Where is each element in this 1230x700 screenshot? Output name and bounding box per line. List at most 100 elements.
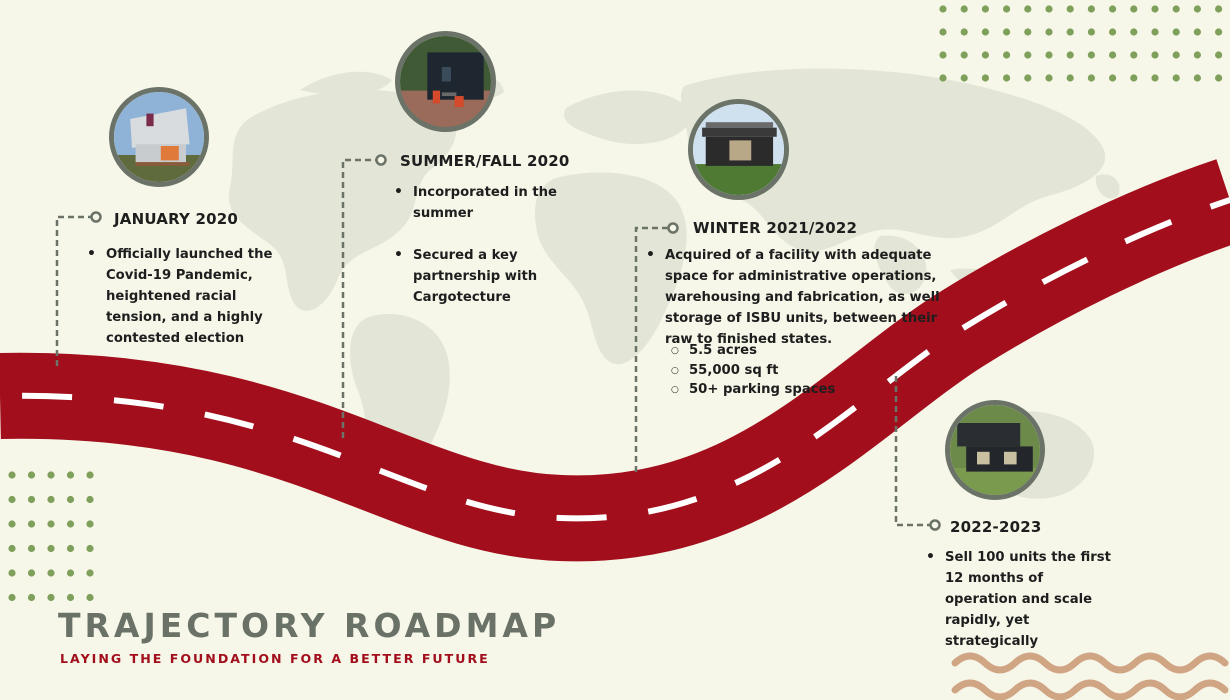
dot (66, 471, 75, 479)
dot (1003, 74, 1011, 82)
dot (1045, 51, 1053, 59)
connector-january-2020 (55, 211, 102, 366)
dot (86, 471, 94, 479)
dot (1109, 28, 1117, 36)
dot (47, 520, 55, 528)
photo-summer-fall-2020 (395, 31, 496, 132)
photo-2022-2023 (945, 400, 1045, 500)
dot (1193, 74, 1201, 82)
dot (66, 593, 75, 602)
milestone-bullets-january-2020: Officially launched the Covid-19 Pandemi… (86, 244, 282, 349)
dot (47, 544, 55, 553)
dot (1024, 74, 1032, 82)
dot-grid-bottom-left (8, 471, 94, 602)
page-subtitle: LAYING THE FOUNDATION FOR A BETTER FUTUR… (60, 651, 490, 666)
milestone-heading-2022-2023: 2022-2023 (950, 518, 1042, 536)
dot (1172, 74, 1180, 82)
list-item: Incorporated in the summer (393, 182, 573, 224)
dot (1066, 74, 1074, 82)
dot (66, 544, 75, 553)
connector-winter-2021-2022 (634, 222, 679, 472)
dot (1109, 74, 1117, 82)
dot (981, 51, 990, 59)
dot (1109, 5, 1117, 13)
dot (960, 5, 968, 13)
dot (981, 28, 990, 36)
milestone-heading-winter-2021-2022: WINTER 2021/2022 (693, 219, 858, 237)
wave-decoration (951, 652, 1229, 700)
milestone-heading-january-2020: JANUARY 2020 (114, 210, 239, 228)
dot (1151, 5, 1159, 13)
list-item: 5.5 acres (665, 341, 865, 361)
list-item: 55,000 sq ft (665, 361, 865, 380)
photo-january-2020 (109, 87, 209, 187)
dot (8, 569, 16, 577)
dot (8, 495, 16, 504)
dot (939, 5, 947, 13)
dot (8, 471, 16, 479)
dot (1215, 74, 1223, 82)
dot (27, 471, 36, 479)
road-center-dashes (0, 197, 1230, 522)
dot (1109, 51, 1117, 59)
dot (1172, 28, 1180, 36)
dot (8, 593, 16, 602)
bullet-text: Acquired of a facility with adequate spa… (665, 248, 940, 347)
list-item: Secured a key partnership with Cargotect… (393, 245, 573, 308)
dot (1066, 28, 1074, 36)
dot (8, 520, 16, 528)
page-title: TRAJECTORY ROADMAP (58, 606, 561, 645)
dot (1087, 74, 1095, 82)
dot (960, 28, 968, 36)
dot (981, 5, 990, 13)
dot (66, 520, 75, 528)
dot (47, 593, 55, 602)
milestone-bullets-winter-2021-2022: Acquired of a facility with adequate spa… (645, 245, 945, 350)
dot (1003, 5, 1011, 13)
dot (1151, 74, 1159, 82)
dot (960, 74, 968, 82)
dot (47, 495, 55, 504)
dot (1193, 51, 1201, 59)
dot (1151, 28, 1159, 36)
dot (1087, 28, 1095, 36)
dot (1066, 5, 1074, 13)
dot (1130, 28, 1138, 36)
dot (27, 593, 36, 602)
dot (27, 520, 36, 528)
dot (1024, 5, 1032, 13)
dot (27, 495, 36, 504)
dot (1024, 51, 1032, 59)
dot (1024, 28, 1032, 36)
dot (1130, 51, 1138, 59)
dot (939, 28, 947, 36)
list-item: Officially launched the Covid-19 Pandemi… (86, 244, 282, 349)
dot (939, 74, 947, 82)
milestone-heading-summer-fall-2020: SUMMER/FALL 2020 (400, 152, 570, 170)
dot (27, 569, 36, 577)
dot (1172, 51, 1180, 59)
list-item: Acquired of a facility with adequate spa… (645, 245, 945, 350)
dot (86, 520, 94, 528)
dot (86, 569, 94, 577)
list-item: 50+ parking spaces (665, 380, 865, 400)
dot (1130, 5, 1138, 13)
dot (981, 74, 990, 82)
milestone-subbullets-winter-2021-2022: 5.5 acres 55,000 sq ft 50+ parking space… (665, 341, 865, 400)
dot (27, 544, 36, 553)
dot (1003, 28, 1011, 36)
dot (47, 471, 55, 479)
dot (1087, 5, 1095, 13)
milestone-bullets-summer-fall-2020: Incorporated in the summer Secured a key… (393, 182, 573, 308)
dot (47, 569, 55, 577)
dot (1172, 5, 1180, 13)
dot (1045, 74, 1053, 82)
dot (1130, 74, 1138, 82)
dot (960, 51, 968, 59)
dot (86, 593, 94, 602)
list-item: Sell 100 units the first 12 months of op… (925, 547, 1115, 652)
dot (1045, 5, 1053, 13)
dot (1066, 51, 1074, 59)
connector-summer-fall-2020 (341, 154, 387, 438)
dot (1151, 51, 1159, 59)
